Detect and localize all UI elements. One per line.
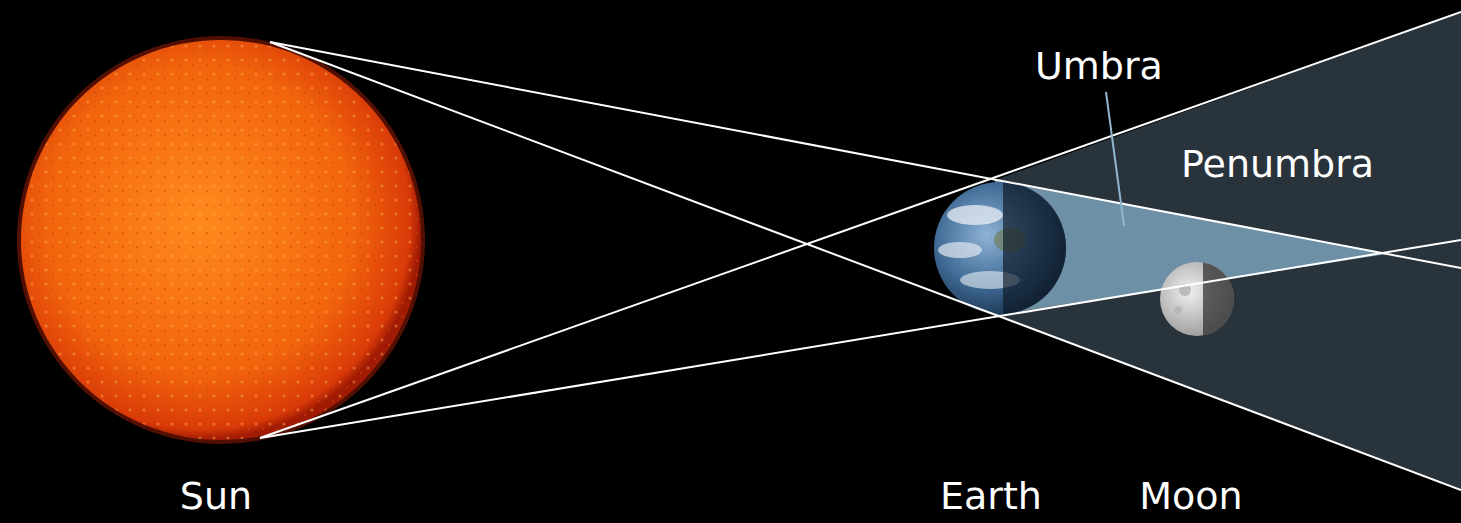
body-label: Moon xyxy=(1139,476,1242,518)
region-label: Penumbra xyxy=(1181,144,1374,186)
body-label: Sun xyxy=(180,476,252,518)
earth-clouds xyxy=(938,170,1073,330)
region-label: Umbra xyxy=(1035,46,1163,88)
sun xyxy=(21,40,421,440)
sun-glow xyxy=(17,36,425,444)
sun-texture xyxy=(21,40,421,440)
body-label: Earth xyxy=(940,476,1042,518)
moon-shade xyxy=(1174,260,1243,340)
leader-line xyxy=(1106,92,1124,226)
light-rays xyxy=(260,12,1461,490)
